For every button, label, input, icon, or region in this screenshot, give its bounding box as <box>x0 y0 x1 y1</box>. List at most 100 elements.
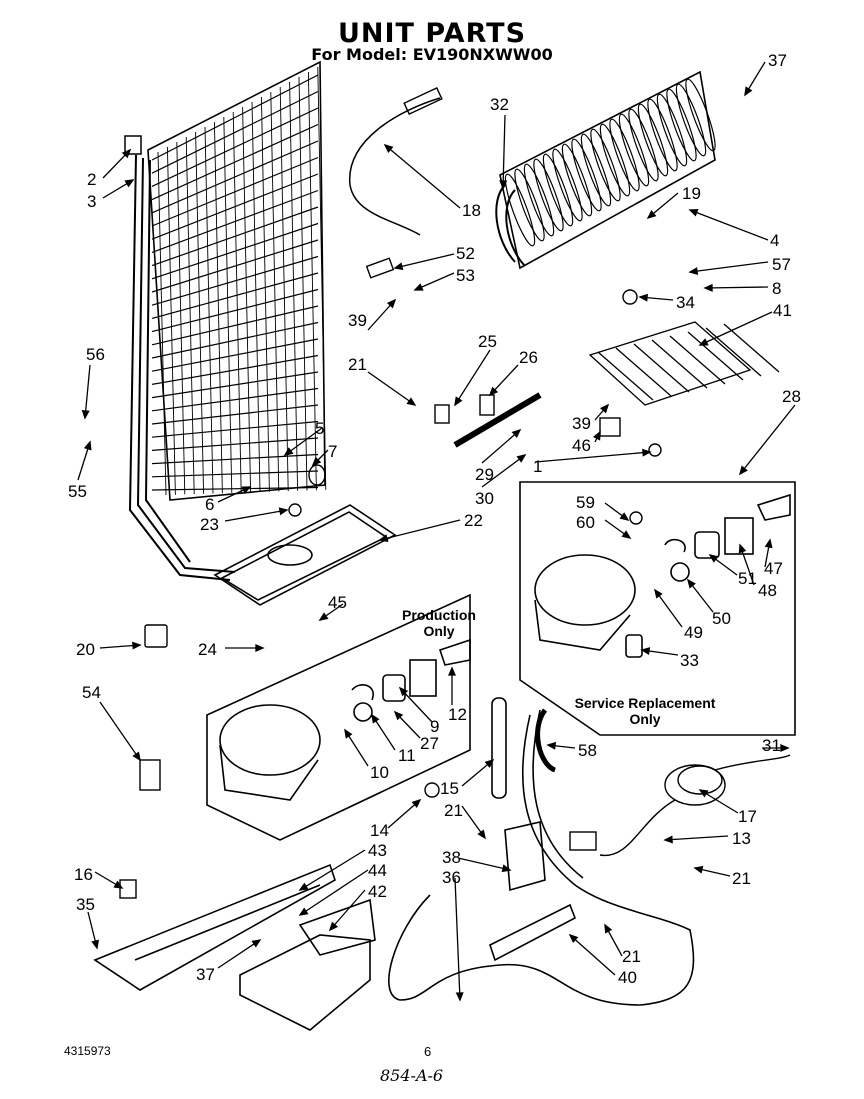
part-callout-24: 24 <box>198 640 217 659</box>
part-callout-30: 30 <box>475 489 494 508</box>
leader-arrowhead <box>488 386 499 397</box>
leader-line <box>454 877 461 1001</box>
leader-arrowhead <box>383 143 394 153</box>
leader-line <box>699 311 773 346</box>
leader-line <box>664 835 729 841</box>
part-callout-19: 19 <box>682 184 701 203</box>
part-callout-35: 35 <box>76 895 95 914</box>
leader-arrowhead <box>688 209 699 217</box>
leader-line <box>379 519 461 541</box>
leader-arrowhead <box>663 835 673 844</box>
leader-arrowhead <box>344 728 353 739</box>
part-callout-39: 39 <box>348 311 367 330</box>
leader-arrowhead <box>251 939 262 948</box>
leader-arrowhead <box>511 428 522 439</box>
leader-arrowhead <box>132 751 141 762</box>
leader-line <box>534 451 651 463</box>
page-number: 6 <box>424 1044 432 1059</box>
leader-arrowhead <box>91 939 100 950</box>
leader-line <box>399 687 433 723</box>
leader-arrowhead <box>764 538 773 549</box>
part-callout-46: 46 <box>572 436 591 455</box>
document-number: 4315973 <box>64 1044 111 1058</box>
leader-arrowhead <box>593 430 601 441</box>
leader-arrowhead <box>255 644 265 652</box>
leader-arrowhead <box>621 530 632 539</box>
leader-arrowhead <box>638 293 648 302</box>
part-callout-3: 3 <box>87 192 97 211</box>
leader-arrowhead <box>484 758 495 768</box>
part-callout-2: 2 <box>87 170 97 189</box>
leader-arrowhead <box>698 338 709 346</box>
leader-line <box>84 364 91 419</box>
leader-line <box>502 114 506 189</box>
part-callout-32: 32 <box>490 95 509 114</box>
leader-line <box>367 371 416 406</box>
part-callout-15: 15 <box>440 779 459 798</box>
leader-arrowhead <box>646 210 657 220</box>
leader-arrowhead <box>546 741 557 750</box>
leader-arrowhead <box>378 534 389 543</box>
part-callout-51: 51 <box>738 569 757 588</box>
part-callout-36: 36 <box>442 868 461 887</box>
leader-line <box>481 429 521 464</box>
leader-line <box>217 939 261 969</box>
part-callout-42: 42 <box>368 882 387 901</box>
part-callout-34: 34 <box>676 293 695 312</box>
leader-arrowhead <box>318 612 329 621</box>
part-callout-50: 50 <box>712 609 731 628</box>
leader-arrowhead <box>298 907 309 916</box>
part-callout-20: 20 <box>76 640 95 659</box>
part-callout-43: 43 <box>368 841 387 860</box>
leader-arrowhead <box>328 921 339 932</box>
leader-arrowhead <box>686 578 696 589</box>
part-callout-25: 25 <box>478 332 497 351</box>
leader-arrowhead <box>113 880 124 889</box>
leader-arrowhead <box>278 507 289 516</box>
part-callout-28: 28 <box>782 387 801 406</box>
part-callout-56: 56 <box>86 345 105 364</box>
part-callout-47: 47 <box>764 559 783 578</box>
leader-arrowhead <box>283 447 294 456</box>
part-callout-38: 38 <box>442 848 461 867</box>
leader-arrowhead <box>386 298 397 309</box>
part-callout-37: 37 <box>196 965 215 984</box>
part-callout-21: 21 <box>348 355 367 374</box>
thermostat-capillary <box>349 97 441 236</box>
part-callout-59: 59 <box>576 493 595 512</box>
leader-arrowhead <box>744 86 753 97</box>
leader-arrowhead <box>311 456 322 467</box>
part-callout-53: 53 <box>456 266 475 285</box>
leader-arrowhead <box>393 710 404 721</box>
part-callout-60: 60 <box>576 513 595 532</box>
leader-arrowhead <box>703 283 713 292</box>
part-callout-21: 21 <box>622 947 641 966</box>
leader-arrowhead <box>604 923 613 934</box>
leader-arrowhead <box>298 882 309 891</box>
leader-line <box>99 701 141 761</box>
leader-arrowhead <box>411 798 422 809</box>
part-callout-27: 27 <box>420 734 439 753</box>
part-callout-10: 10 <box>370 763 389 782</box>
part-callout-14: 14 <box>370 821 389 840</box>
leader-arrowhead <box>398 686 409 697</box>
leader-arrowhead <box>693 865 704 874</box>
leader-arrowhead <box>619 512 630 521</box>
leader-arrowhead <box>568 933 579 944</box>
page-title: UNIT PARTS <box>337 18 527 49</box>
part-callout-21: 21 <box>444 801 463 820</box>
part-callout-13: 13 <box>732 829 751 848</box>
leader-arrowhead <box>708 554 719 563</box>
leader-arrowhead <box>371 713 380 724</box>
part-callout-16: 16 <box>74 865 93 884</box>
part-callout-55: 55 <box>68 482 87 501</box>
part-callout-23: 23 <box>200 515 219 534</box>
part-callout-44: 44 <box>368 861 387 880</box>
handwritten-code: 854-A-6 <box>380 1066 444 1085</box>
small-parts <box>119 257 662 899</box>
leader-arrowhead <box>406 397 417 406</box>
part-callout-49: 49 <box>684 623 703 642</box>
part-callout-12: 12 <box>448 705 467 724</box>
evaporator-coil <box>495 70 716 270</box>
